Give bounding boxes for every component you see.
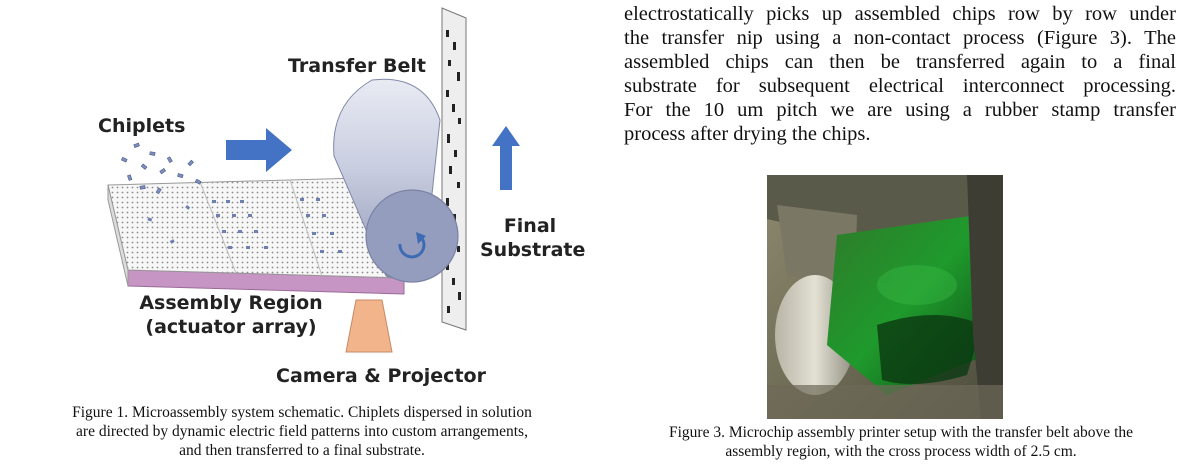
assembly-schematic: [107, 7, 520, 353]
body-line: the transfer nip using a non-contact pro…: [624, 27, 1176, 49]
final-substrate-sheet: [441, 7, 467, 331]
dispersed-chiplets: [120, 142, 202, 195]
label-assembly-region-line1: Assembly Region: [139, 292, 323, 314]
label-assembly-region: Assembly Region (actuator array): [138, 291, 324, 339]
label-final-substrate-line1: Final: [503, 215, 557, 237]
flow-arrow-right: [226, 128, 292, 172]
body-line: substrate for subsequent electrical inte…: [624, 75, 1176, 97]
body-paragraph: electrostatically picks up assembled chi…: [624, 2, 1176, 146]
figure-3-photo: [767, 175, 1003, 419]
figure-1: Transfer Belt Chiplets Final Substrate A…: [22, 7, 585, 460]
body-line: assembled chips can then be transferred …: [624, 51, 1176, 73]
caption-line: assembly region, with the cross process …: [725, 443, 1077, 460]
figure-3-caption: Figure 3. Microchip assembly printer set…: [618, 423, 1184, 461]
caption-line: are directed by dynamic electric field p…: [76, 423, 528, 440]
caption-line: Figure 1. Microassembly system schematic…: [72, 404, 532, 421]
printer-setup-photo: [767, 175, 1003, 419]
label-chiplets: Chiplets: [98, 115, 186, 137]
camera-projector-cone: [345, 299, 393, 353]
caption-line: and then transferred to a final substrat…: [179, 442, 425, 459]
label-final-substrate-line2: Substrate: [480, 239, 586, 261]
label-camera-projector: Camera & Projector: [276, 365, 486, 387]
figure-1-caption: Figure 1. Microassembly system schematic…: [22, 403, 582, 460]
caption-line: Figure 3. Microchip assembly printer set…: [668, 424, 1134, 441]
transfer-roller: [333, 78, 459, 283]
label-final-substrate: Final Substrate: [480, 214, 585, 262]
body-line: process after drying the chips.: [624, 123, 871, 145]
label-transfer-belt: Transfer Belt: [288, 55, 427, 77]
label-assembly-region-line2: (actuator array): [145, 316, 317, 338]
body-line: For the 10 um pitch we are using a rubbe…: [624, 99, 1176, 121]
substrate-arrow-up: [492, 126, 520, 190]
body-line: electrostatically picks up assembled chi…: [624, 3, 1176, 25]
